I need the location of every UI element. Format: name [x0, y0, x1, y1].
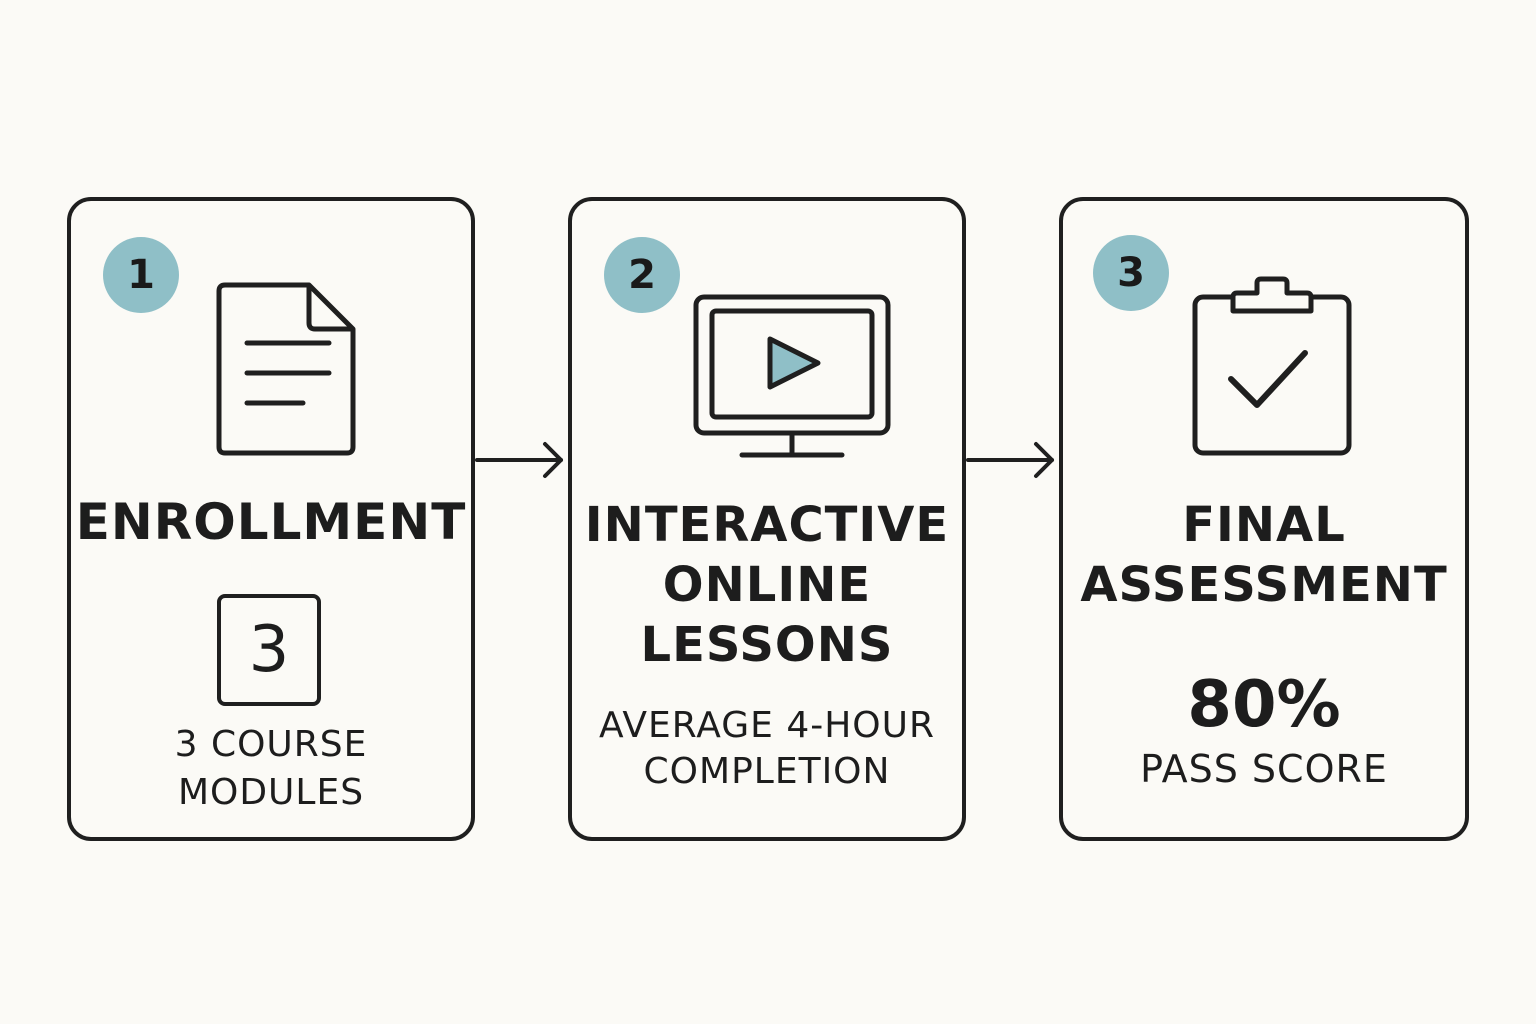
step-card-enrollment: 1 ENROLLMENT 3 3 COURSE MODULES	[67, 197, 475, 841]
step-number-badge: 2	[604, 237, 680, 313]
step-detail: AVERAGE 4-HOUR COMPLETION	[599, 705, 935, 792]
step-title: FINAL ASSESSMENT	[1080, 497, 1448, 613]
document-icon	[216, 282, 356, 456]
step-card-interactive-lessons: 2 INTERACTIVE ONLINE LESSONS AVERAGE 4-H…	[568, 197, 966, 841]
step-number-badge: 3	[1093, 235, 1169, 311]
pass-score-value: 80%	[1187, 668, 1341, 742]
step-detail: PASS SCORE	[1140, 747, 1388, 791]
step-detail: 3 COURSE MODULES	[174, 724, 368, 813]
module-count-box: 3	[217, 594, 321, 706]
step-title: INTERACTIVE ONLINE LESSONS	[584, 497, 950, 673]
step-title: ENROLLMENT	[75, 493, 467, 551]
step-number-badge: 1	[103, 237, 179, 313]
monitor-play-icon	[693, 294, 891, 458]
flow-arrow-2-to-3	[966, 442, 1054, 478]
flow-arrow-1-to-2	[475, 442, 563, 478]
step-card-final-assessment: 3 FINAL ASSESSMENT 80% PASS SCORE	[1059, 197, 1469, 841]
clipboard-check-icon	[1192, 276, 1352, 456]
